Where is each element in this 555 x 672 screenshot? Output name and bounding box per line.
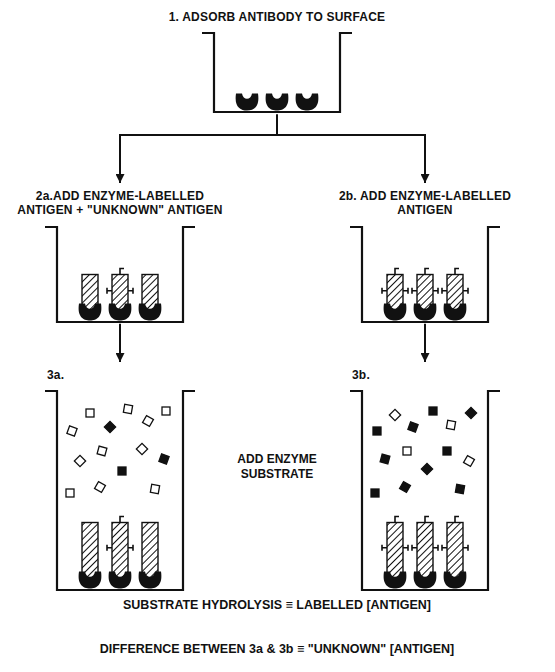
substrate-molecule [408, 422, 418, 432]
substrate-molecule [465, 408, 476, 419]
substrate-molecule [123, 405, 132, 414]
well-outline [350, 391, 500, 590]
step-label: 2a.ADD ENZYME-LABELLED ANTIGEN + "UNKNOW… [9, 189, 231, 218]
substrate-molecule [371, 489, 379, 497]
note-text: SUBSTRATE HYDROLYSIS ≡ LABELLED [ANTIGEN… [47, 598, 507, 614]
substrate-molecule [373, 427, 381, 435]
well-step: 3b. [340, 362, 510, 592]
well-outline [350, 227, 500, 322]
enzyme-label [412, 268, 438, 293]
substrate-molecule [86, 409, 94, 417]
antibody [414, 572, 437, 589]
antibody [139, 303, 162, 320]
substrate-molecule [443, 447, 451, 455]
substrate-molecule [104, 422, 115, 433]
substrate-molecule [74, 456, 85, 467]
substrate-molecule [97, 446, 107, 456]
well-illustration [5, 224, 235, 324]
substrate-molecule [67, 426, 77, 436]
substrate-molecule [429, 407, 437, 415]
note-text: DIFFERENCE BETWEEN 3a & 3b ≡ "UNKNOWN" [… [27, 642, 527, 658]
step-label: 1. ADSORB ANTIBODY TO SURFACE [127, 10, 427, 24]
substrate-molecule [136, 444, 147, 455]
antibody [266, 94, 289, 111]
flow-arrow [424, 324, 426, 362]
antibody [414, 303, 437, 320]
substrate-molecule [446, 421, 455, 430]
flow-arrow [277, 114, 425, 183]
antigen [82, 523, 98, 579]
substrate-molecule [403, 447, 411, 455]
step-label: 3a. [43, 368, 197, 382]
well-outline [45, 227, 195, 322]
enzyme-label [412, 517, 438, 551]
enzyme-label [107, 268, 133, 293]
note-text: ADD ENZYME SUBSTRATE [207, 452, 347, 482]
enzyme-label [107, 517, 133, 551]
substrate-molecule [455, 485, 464, 494]
substrate-molecule [400, 482, 411, 493]
enzyme-label [382, 517, 408, 551]
substrate-molecule [150, 485, 159, 494]
step-label: 2b. ADD ENZYME-LABELLED ANTIGEN [325, 189, 525, 218]
substrate-molecule [118, 467, 126, 475]
well-step: 2b. ADD ENZYME-LABELLED ANTIGEN [318, 183, 532, 324]
antigen [387, 523, 403, 579]
enzyme-label [442, 268, 468, 293]
antibody [79, 572, 102, 589]
substrate-molecule [66, 489, 74, 497]
flow-arrow [119, 324, 121, 362]
substrate-molecule [159, 454, 169, 464]
antibody [79, 303, 102, 320]
flow-arrow [120, 114, 277, 183]
substrate-molecule [162, 407, 170, 415]
well-step: 3a. [35, 362, 205, 592]
well-illustration [340, 388, 510, 592]
enzyme-label [382, 268, 408, 293]
well-step: 2a.ADD ENZYME-LABELLED ANTIGEN + "UNKNOW… [5, 183, 235, 324]
substrate-molecule [389, 410, 400, 421]
substrate-molecule [464, 456, 475, 467]
antigen [447, 523, 463, 579]
substrate-molecule [421, 464, 432, 475]
antibody [139, 572, 162, 589]
well-illustration [127, 30, 427, 114]
enzyme-label [442, 517, 468, 551]
antigen [112, 523, 128, 579]
antibody [444, 303, 467, 320]
substrate-molecule [143, 416, 154, 427]
well-outline [45, 391, 195, 590]
antibody [296, 94, 319, 111]
antigen [417, 523, 433, 579]
well-illustration [318, 224, 532, 324]
antibody [384, 572, 407, 589]
antibody [109, 303, 132, 320]
antibody [109, 572, 132, 589]
antigen [142, 523, 158, 579]
substrate-molecule [95, 482, 106, 493]
antibody [384, 303, 407, 320]
substrate-molecule [380, 454, 390, 464]
antibody [444, 572, 467, 589]
well-illustration [35, 388, 205, 592]
well-step: 1. ADSORB ANTIBODY TO SURFACE [127, 4, 427, 114]
antibody [236, 94, 259, 111]
step-label: 3b. [348, 368, 502, 382]
well-outline [202, 33, 352, 112]
